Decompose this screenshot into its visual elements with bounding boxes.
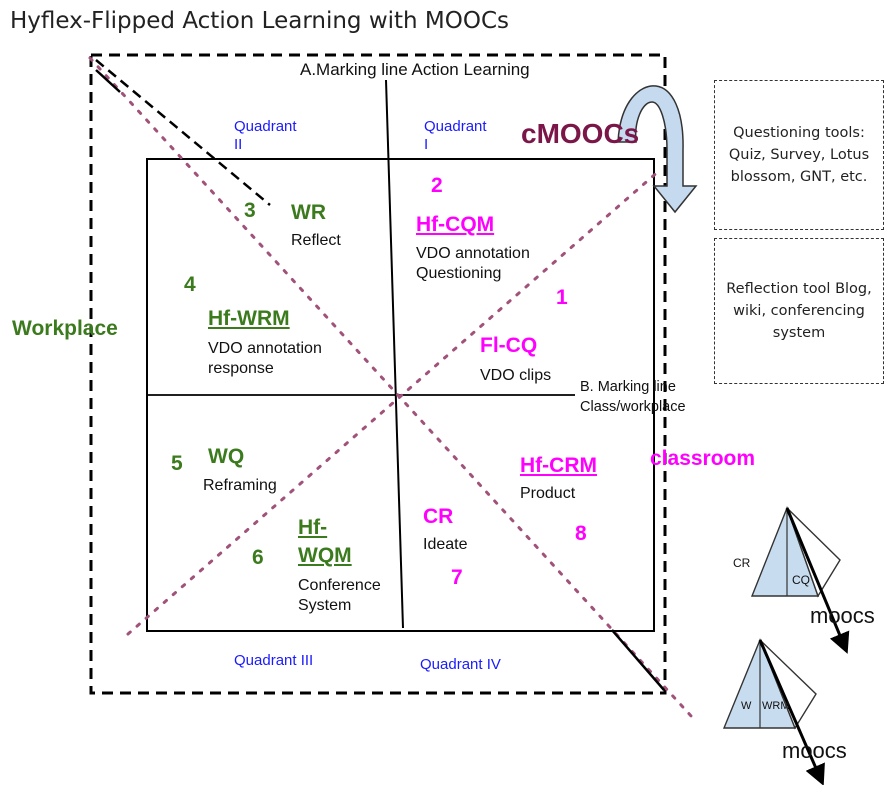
classroom-label: classroom	[650, 447, 756, 470]
wr-desc: Reflect	[291, 232, 341, 249]
cmoocs-label: cMOOCs	[521, 118, 640, 149]
reflection-tool-box: Reflection tool Blog, wiki, conferencing…	[714, 238, 884, 384]
marking-line-a	[385, 79, 404, 629]
cr-code: CR	[423, 505, 454, 528]
quadrant-2-line2: II	[234, 136, 243, 153]
hf-wqm-code-line2: WQM	[298, 544, 352, 567]
diagonal-dashed-line-2	[95, 69, 121, 93]
wq-code: WQ	[208, 445, 245, 468]
wq-desc: Reframing	[203, 477, 277, 494]
reflection-tool-text: Reflection tool Blog, wiki, conferencing…	[726, 281, 872, 341]
corner-diagonal-line	[611, 629, 665, 691]
number-5: 5	[171, 452, 183, 475]
cr-desc: Ideate	[423, 536, 468, 553]
hf-wrm-code: Hf-WRM	[208, 307, 290, 330]
pyramid-bottom-left-label: W	[741, 700, 752, 712]
marking-line-a-label: A.Marking line Action Learning	[300, 60, 530, 79]
diagonal-dashed-line	[95, 59, 271, 206]
pyramid-bottom-moocs-label: moocs	[782, 738, 847, 763]
marking-line-b-label: B. Marking line Class/workplace	[580, 377, 686, 417]
hf-cqm-code: Hf-CQM	[416, 213, 495, 236]
number-1: 1	[556, 286, 568, 309]
questioning-tools-box: Questioning tools: Quiz, Survey, Lotus b…	[714, 80, 884, 230]
fl-cq-code: Fl-CQ	[480, 334, 538, 357]
curved-arrow-icon	[617, 85, 698, 214]
workplace-label: Workplace	[12, 317, 118, 340]
quadrant-1-line1: Quadrant	[424, 118, 487, 135]
pyramid-top-right-label: CQ	[792, 573, 810, 587]
hf-wqm-desc: Conference System	[298, 577, 381, 614]
marking-line-b-line2: Class/workplace	[580, 399, 686, 415]
quadrant-4-label: Quadrant IV	[420, 656, 501, 673]
quadrant-2-line1: Quadrant	[234, 118, 297, 135]
pyramid-top-moocs-label: moocs	[810, 603, 875, 628]
quadrant-2-label: Quadrant II	[234, 118, 297, 154]
wr-code: WR	[291, 201, 326, 224]
pyramid-top-left-label: CR	[733, 556, 751, 570]
pyramid-bottom-right-label: WRM	[762, 700, 790, 712]
hf-cqm-desc: VDO annotation Questioning	[416, 245, 530, 282]
hf-wqm-code: Hf- WQM	[298, 514, 352, 570]
quadrant-3-label: Quadrant III	[234, 652, 314, 669]
number-6: 6	[252, 546, 264, 569]
pyramid-top-icon	[750, 506, 850, 654]
number-8: 8	[575, 522, 587, 545]
hf-wrm-desc: VDO annotation response	[208, 340, 322, 377]
quadrant-1-line2: I	[424, 136, 429, 153]
outer-dashed-frame	[89, 53, 667, 695]
questioning-tools-text: Questioning tools: Quiz, Survey, Lotus b…	[728, 125, 870, 185]
hf-crm-desc: Product	[520, 485, 576, 502]
diagonal-dotted-line-2	[126, 168, 662, 636]
pyramid-bottom-icon	[722, 638, 825, 785]
page-title: Hyflex-Flipped Action Learning with MOOC…	[10, 8, 510, 34]
quadrant-1-label: Quadrant I	[424, 118, 487, 154]
number-4: 4	[184, 273, 196, 296]
hf-crm-code: Hf-CRM	[520, 454, 597, 477]
diagonal-dotted-line-1	[88, 56, 694, 719]
marking-line-b-line1: B. Marking line	[580, 379, 676, 395]
number-2: 2	[431, 174, 443, 197]
fl-cq-desc: VDO clips	[480, 367, 552, 384]
number-3: 3	[244, 199, 256, 222]
number-7: 7	[451, 566, 463, 589]
hf-wqm-code-line1: Hf-	[298, 516, 328, 539]
